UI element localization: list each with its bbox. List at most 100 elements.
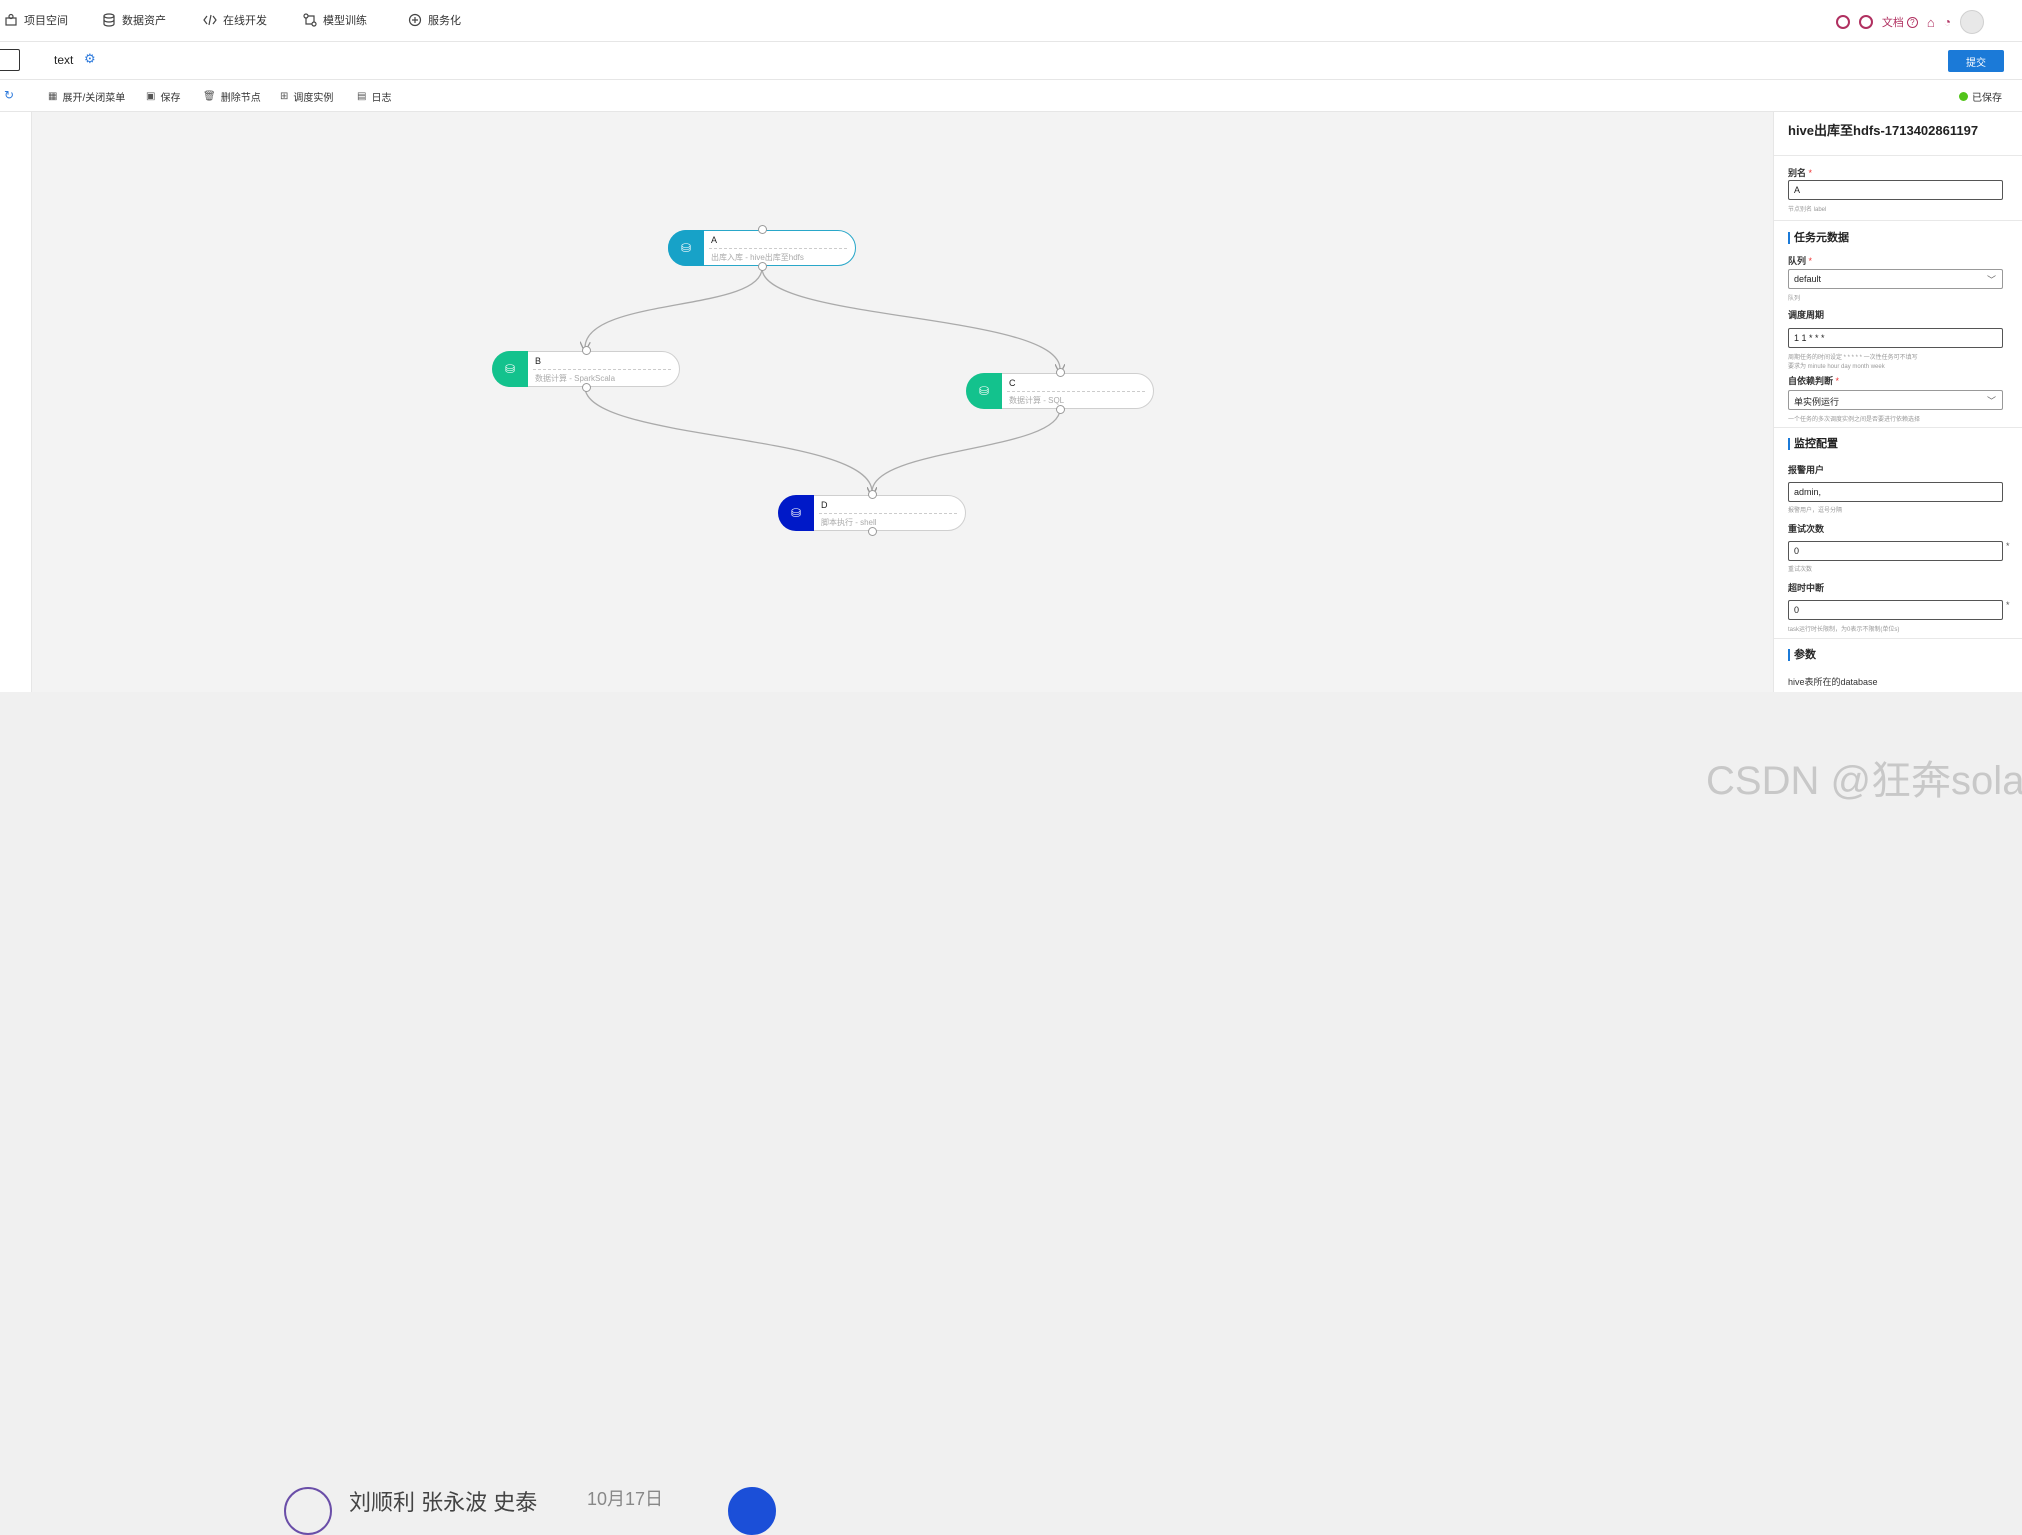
docs-link[interactable]: 文档 ? xyxy=(1882,14,1918,30)
log-button[interactable]: ▤ 日志 xyxy=(357,89,391,104)
node-divider xyxy=(709,248,847,249)
docs-label: 文档 xyxy=(1881,17,1904,29)
help-circle-icon[interactable] xyxy=(1858,15,1873,29)
save-icon: ▣ xyxy=(146,91,156,102)
tab-bar: text ⚙ 提交 xyxy=(0,42,2022,80)
nav-label: 在线开发 xyxy=(223,15,267,27)
refresh-icon[interactable]: ↻ xyxy=(4,88,15,102)
watermark: CSDN @狂奔solar xyxy=(1706,759,2022,803)
project-icon xyxy=(5,13,17,26)
cron-input[interactable]: 1 1 * * * xyxy=(1788,328,2003,348)
node-name: D xyxy=(821,500,828,510)
save-status-label: 已保存 xyxy=(1972,93,2002,104)
alias-hint: 节点别名 label xyxy=(1788,207,1827,213)
database-icon xyxy=(103,13,115,27)
retry-input[interactable]: 0 xyxy=(1788,541,2003,561)
dependency-hint: 一个任务的多次调度实例之间是否要进行依赖选择 xyxy=(1788,417,1921,423)
trash-icon: 🗑 xyxy=(203,91,216,102)
nav-item-service[interactable]: 服务化 xyxy=(408,12,461,28)
input-port[interactable] xyxy=(582,346,591,355)
node-desc: 数据计算 - SQL xyxy=(1009,396,1065,405)
chevron-down-icon: ﹀ xyxy=(1986,275,1996,285)
nav-label: 模型训练 xyxy=(323,15,367,27)
toolbar-label: 日志 xyxy=(371,93,392,104)
github-icon[interactable]: ◔ xyxy=(1943,15,1951,29)
node-config-panel: hive出库至hdfs-1713402861197 别名 * A 节点别名 la… xyxy=(1773,112,2022,692)
nav-item-project[interactable]: 项目空间 xyxy=(4,12,68,28)
output-port[interactable] xyxy=(1056,405,1065,414)
alert-user-label: 报警用户 xyxy=(1788,465,1825,475)
nav-item-model-training[interactable]: 模型训练 xyxy=(303,12,367,28)
edge-c-d[interactable] xyxy=(872,408,1061,492)
background-date: 10月17日 xyxy=(587,1489,664,1509)
divider xyxy=(1774,155,2022,156)
divider xyxy=(1774,638,2022,639)
nav-label: 项目空间 xyxy=(24,15,68,27)
node-divider xyxy=(533,369,671,370)
timeout-input[interactable]: 0 xyxy=(1788,600,2003,620)
pipeline-title[interactable]: text xyxy=(54,53,74,67)
toolbar-label: 删除节点 xyxy=(220,93,261,104)
settings-icon[interactable] xyxy=(1835,15,1850,29)
alert-user-hint: 报警用户，逗号分隔 xyxy=(1788,508,1843,514)
output-port[interactable] xyxy=(758,262,767,271)
edge-b-d[interactable] xyxy=(584,386,872,492)
nav-item-data-assets[interactable]: 数据资产 xyxy=(102,12,166,28)
alert-user-input[interactable]: admin, xyxy=(1788,482,2003,502)
sidebar-toggle-box[interactable] xyxy=(0,49,20,71)
node-badge: ⛁ xyxy=(492,351,528,387)
dependency-value: 单实例运行 xyxy=(1794,397,1840,407)
pipeline-canvas[interactable]: ⛁ A 出库入库 - hive出库至hdfs ⛁ B 数据计算 - SparkS… xyxy=(32,112,1773,692)
section-monitor: 监控配置 xyxy=(1788,438,1838,450)
alias-label: 别名 * xyxy=(1788,168,1813,178)
node-d[interactable]: ⛁ D 脚本执行 - shell xyxy=(778,490,966,536)
node-b[interactable]: ⛁ B 数据计算 - SparkScala xyxy=(492,346,680,392)
avatar xyxy=(728,1487,776,1535)
section-task-meta: 任务元数据 xyxy=(1788,232,1849,244)
instance-icon: ⊞ xyxy=(280,91,289,102)
dependency-select[interactable]: 单实例运行 ﹀ xyxy=(1788,390,2003,410)
node-desc: 出库入库 - hive出库至hdfs xyxy=(711,253,804,262)
gear-icon[interactable]: ⚙ xyxy=(84,51,96,66)
retry-label: 重试次数 xyxy=(1788,524,1825,534)
input-port[interactable] xyxy=(1056,368,1065,377)
node-a[interactable]: ⛁ A 出库入库 - hive出库至hdfs xyxy=(668,225,856,271)
question-icon: ? xyxy=(1906,16,1918,28)
top-nav: 项目空间 数据资产 在线开发 模型训练 服务化 文档 ? ⌂ ◔ xyxy=(0,0,2022,42)
section-params: 参数 xyxy=(1788,649,1816,661)
home-icon[interactable]: ⌂ xyxy=(1926,14,1935,30)
output-port[interactable] xyxy=(582,383,591,392)
edge-a-b[interactable] xyxy=(585,267,763,347)
avatar xyxy=(284,1487,332,1535)
node-badge: ⛁ xyxy=(778,495,814,531)
alias-input[interactable]: A xyxy=(1788,180,2003,200)
toolbar-label: 保存 xyxy=(160,93,181,104)
save-button[interactable]: ▣ 保存 xyxy=(146,89,180,104)
divider xyxy=(1774,220,2022,221)
submit-button[interactable]: 提交 xyxy=(1948,50,2004,72)
left-rail xyxy=(0,112,32,692)
input-port[interactable] xyxy=(868,490,877,499)
edge-a-c[interactable] xyxy=(761,267,1060,369)
node-desc: 数据计算 - SparkScala xyxy=(535,374,616,383)
avatar[interactable] xyxy=(1960,10,1984,34)
nav-item-online-dev[interactable]: 在线开发 xyxy=(203,12,267,28)
model-icon xyxy=(303,13,317,27)
queue-select[interactable]: default ﹀ xyxy=(1788,269,2003,289)
node-divider xyxy=(819,513,957,514)
queue-value: default xyxy=(1794,274,1822,284)
delete-node-button[interactable]: 🗑 删除节点 xyxy=(203,89,261,104)
app-window: 项目空间 数据资产 在线开发 模型训练 服务化 文档 ? ⌂ ◔ xyxy=(0,0,2022,692)
toolbar-label: 调度实例 xyxy=(293,93,334,104)
node-c[interactable]: ⛁ C 数据计算 - SQL xyxy=(966,368,1154,414)
queue-label: 队列 * xyxy=(1788,256,1813,266)
schedule-instance-button[interactable]: ⊞ 调度实例 xyxy=(280,89,333,104)
cron-hint: 周期任务的时间设定 * * * * * 一次性任务可不填写 xyxy=(1788,355,1918,361)
input-port[interactable] xyxy=(758,225,767,234)
node-name: A xyxy=(711,235,718,245)
output-port[interactable] xyxy=(868,527,877,536)
background-names: 刘顺利 张永波 史泰 xyxy=(349,1490,538,1515)
nav-label: 数据资产 xyxy=(122,15,166,27)
toolbar-label: 展开/关闭菜单 xyxy=(62,93,126,104)
toggle-menu-button[interactable]: ▦ 展开/关闭菜单 xyxy=(48,89,125,104)
